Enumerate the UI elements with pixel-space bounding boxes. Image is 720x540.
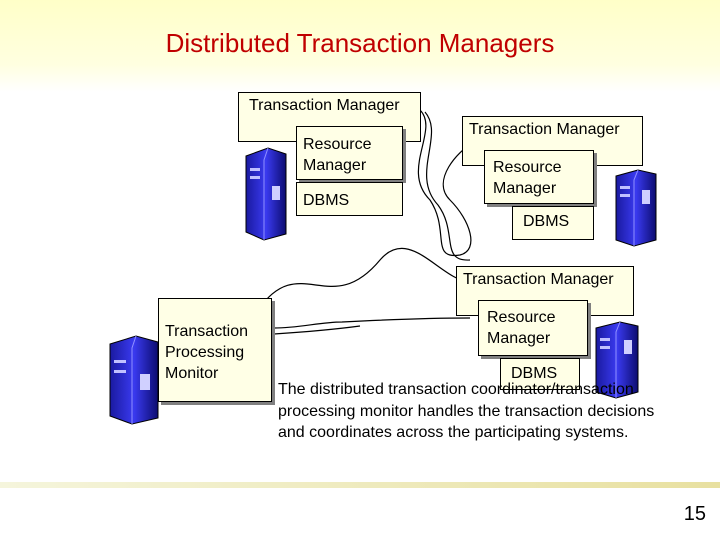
dbms-box-3: DBMS (500, 358, 580, 390)
dbms-label-2: DBMS (523, 213, 570, 230)
rm-label-1b: Manager (303, 157, 367, 174)
rm-label-3b: Manager (487, 330, 551, 347)
dbms-label-3: DBMS (511, 365, 558, 382)
tpm-line-1: Transaction (165, 323, 248, 340)
tpm-line-3: Monitor (165, 365, 219, 382)
slide-title: Distributed Transaction Managers (165, 28, 555, 58)
rm-label-1a: Resource (303, 136, 372, 153)
dbms-box-1: DBMS (296, 182, 403, 216)
tm-label-2: Transaction Manager (469, 121, 620, 138)
server-icon (595, 321, 639, 399)
tpm-line-2: Processing (165, 344, 245, 361)
resource-manager-box-1: Resource Manager (296, 126, 403, 180)
page-number: 15 (683, 503, 706, 525)
server-icon (245, 147, 287, 241)
rm-label-2a: Resource (493, 159, 562, 176)
server-icon (615, 169, 657, 247)
resource-manager-box-2: Resource Manager (484, 150, 594, 204)
tm-label-1: Transaction Manager (249, 97, 400, 114)
footer-divider (0, 482, 720, 488)
resource-manager-box-3: Resource Manager (478, 300, 588, 356)
title-band (0, 0, 720, 92)
rm-label-3a: Resource (487, 309, 556, 326)
rm-label-2b: Manager (493, 180, 557, 197)
dbms-label-1: DBMS (303, 192, 350, 209)
tm-label-3: Transaction Manager (463, 271, 614, 288)
dbms-box-2: DBMS (512, 206, 594, 240)
caption-text: The distributed transaction coordinator/… (278, 381, 655, 441)
tp-monitor-box: Transaction Processing Monitor (158, 298, 272, 402)
server-icon (109, 335, 159, 425)
